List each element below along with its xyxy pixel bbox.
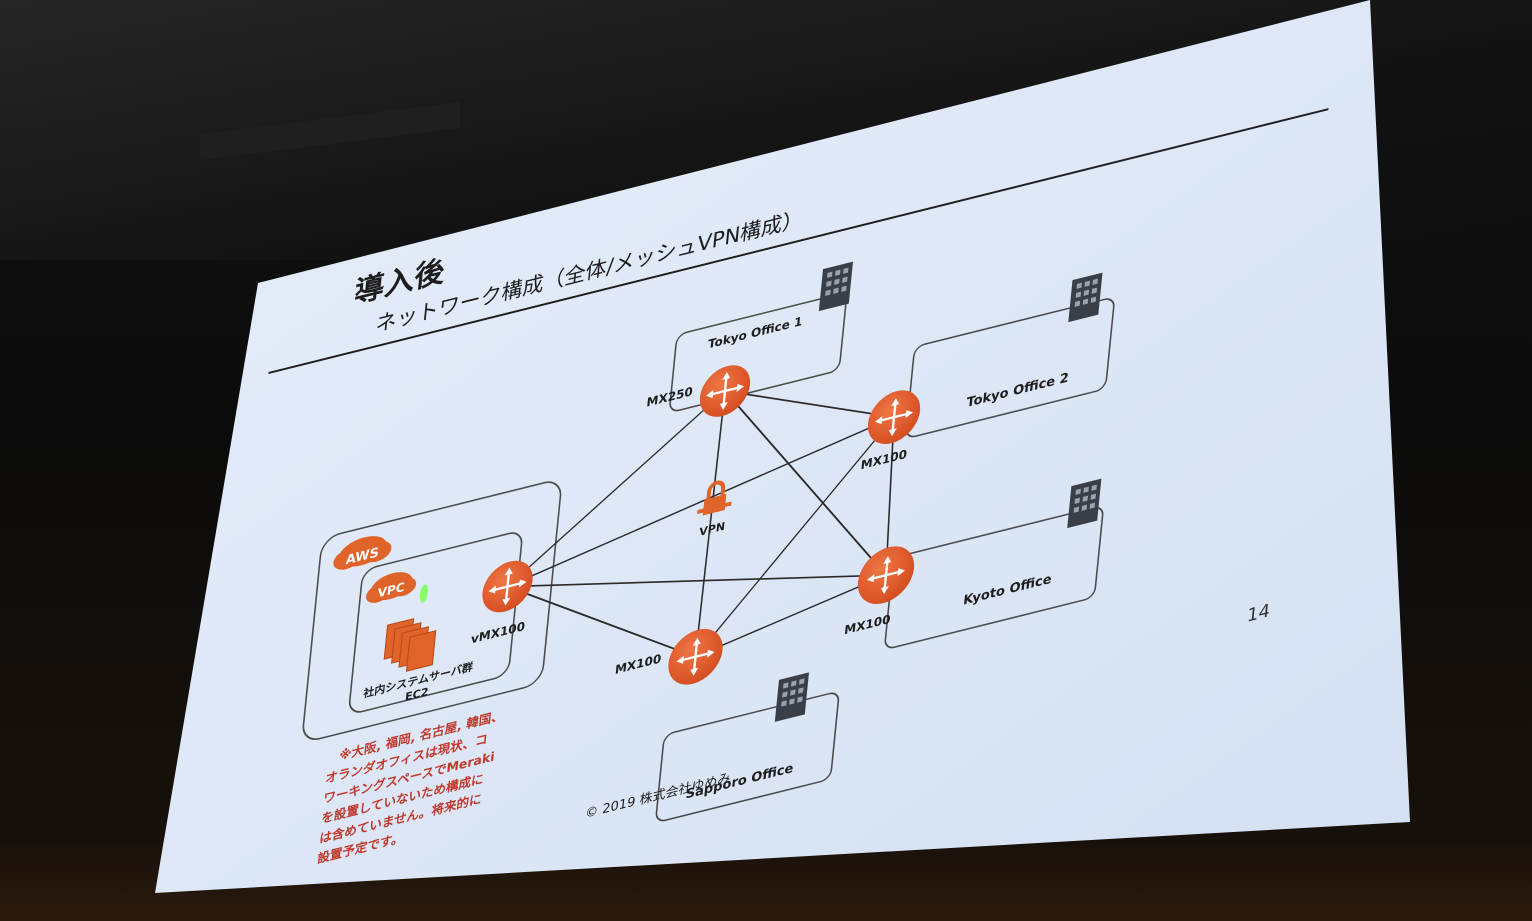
link-tokyo1-sapporo: [694, 390, 726, 657]
header-rule: [268, 108, 1329, 375]
tokyo-office-1-box: [669, 293, 847, 412]
servers-label-line2: EC2: [404, 685, 429, 704]
vpc-cloud-icon: VPC: [366, 572, 417, 603]
vpn-mesh-links: [507, 390, 895, 658]
kyoto-office-box: [884, 506, 1104, 649]
building-icon: [1068, 272, 1103, 323]
router-icon: [699, 365, 751, 417]
router-icon: [668, 628, 723, 685]
green-pointer-dot: [419, 584, 428, 603]
router-icon: [867, 390, 921, 444]
link-kyoto-sapporo: [695, 574, 887, 658]
router-icon: [482, 560, 533, 613]
router-icon: [857, 546, 915, 605]
link-tokyo2-sapporo: [694, 416, 895, 658]
ec2-servers-icon: [383, 618, 437, 672]
slide-surface: [155, 0, 1410, 893]
building-icon: [1067, 478, 1102, 529]
link-vmx-kyoto: [507, 574, 887, 588]
link-tokyo1-tokyo2: [724, 390, 895, 418]
aws-box: [302, 481, 562, 740]
building-icon: [818, 261, 853, 312]
link-vmx-sapporo: [507, 585, 696, 658]
link-vmx-tokyo1: [507, 390, 726, 588]
building-icon: [774, 672, 809, 722]
vpn-lock-icon: [697, 480, 732, 516]
link-tokyo1-kyoto: [724, 390, 887, 576]
sapporo-office-box: [655, 692, 840, 822]
link-vmx-tokyo2: [507, 416, 895, 588]
aws-cloud-icon: AWS: [333, 536, 392, 570]
